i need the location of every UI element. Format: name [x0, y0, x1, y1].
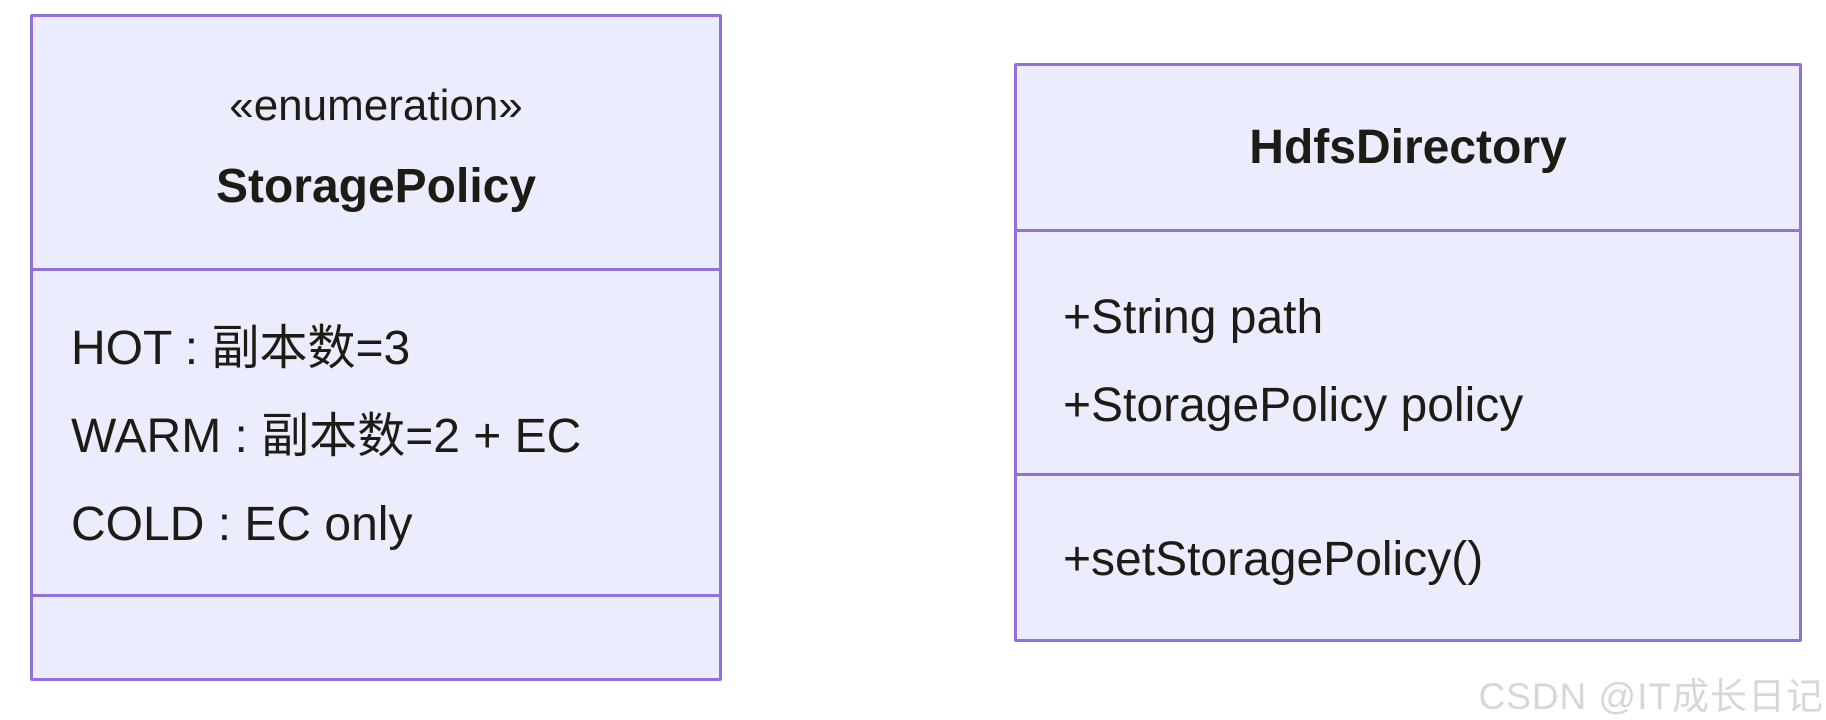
enum-value-hot: HOT : 副本数=3 [71, 322, 411, 375]
enum-values-compartment: HOT : 副本数=3 WARM : 副本数=2 + EC COLD : EC … [33, 268, 719, 594]
enum-value-cold: COLD : EC only [71, 498, 413, 551]
enum-header-compartment: «enumeration» StoragePolicy [33, 17, 719, 268]
enum-empty-methods-compartment [33, 594, 719, 678]
class-attributes-compartment: +String path +StoragePolicy policy [1017, 229, 1799, 473]
enum-node-storagepolicy: «enumeration» StoragePolicy HOT : 副本数=3 … [30, 14, 722, 681]
method-setstoragepolicy: +setStoragePolicy() [1063, 533, 1484, 586]
enum-value-warm: WARM : 副本数=2 + EC [71, 410, 582, 463]
class-name: HdfsDirectory [1249, 121, 1567, 174]
enum-class-name: StoragePolicy [215, 159, 537, 213]
attribute-policy: +StoragePolicy policy [1063, 379, 1524, 432]
enum-stereotype-label: «enumeration» [229, 80, 523, 130]
class-header-compartment: HdfsDirectory [1017, 66, 1799, 229]
class-methods-compartment: +setStoragePolicy() [1017, 473, 1799, 639]
attribute-path: +String path [1063, 291, 1324, 344]
csdn-watermark: CSDN @IT成长日记 [1478, 676, 1824, 717]
class-node-hdfsdirectory: HdfsDirectory +String path +StoragePolic… [1014, 63, 1802, 642]
